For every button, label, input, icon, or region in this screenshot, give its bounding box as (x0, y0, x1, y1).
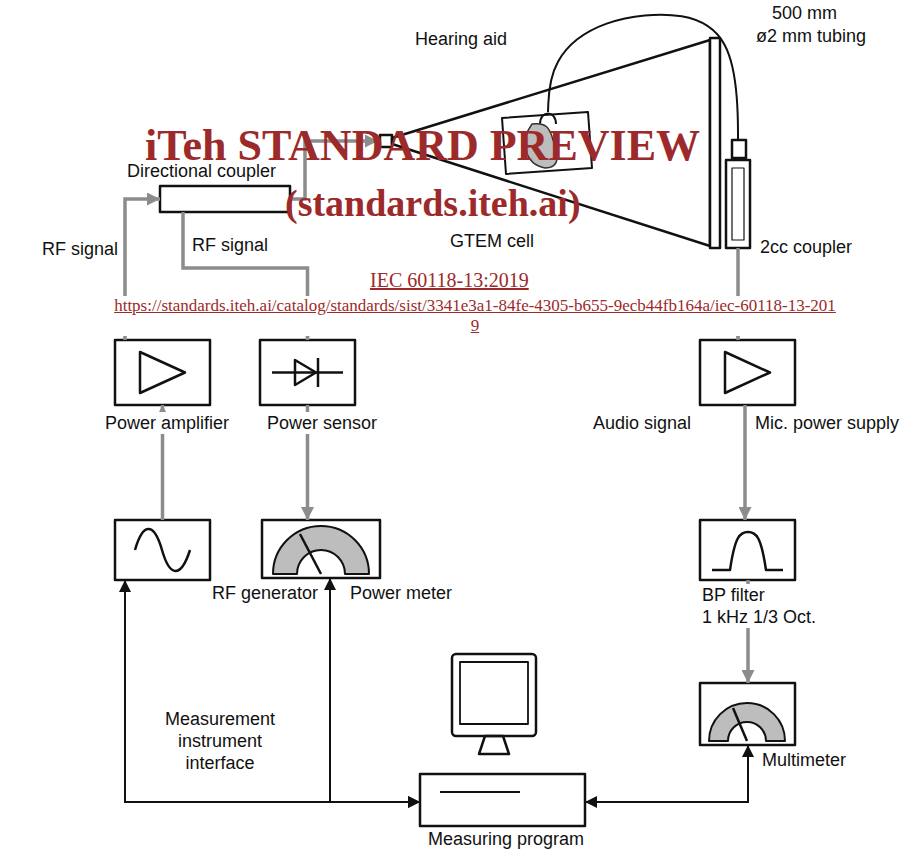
node-label: GTEM cell (450, 230, 534, 252)
watermark: iTeh STANDARD PREVIEW (145, 124, 700, 168)
meter-box (262, 520, 380, 578)
bandpass-symbol (712, 532, 783, 570)
diode-bar (317, 358, 320, 387)
node-label: Power amplifier (103, 412, 231, 434)
coupler-inner (732, 168, 744, 240)
node-label: Power sensor (265, 412, 379, 434)
node-label: 1 kHz 1/3 Oct. (700, 606, 818, 628)
amplifier-symbol (725, 352, 770, 393)
diode-wire (272, 371, 343, 374)
drive-slot (440, 791, 520, 793)
bus-label: Measurement instrument interface (150, 708, 290, 774)
sensor-box (260, 340, 355, 405)
coupler-box (160, 186, 290, 212)
generator-node: RF generator (115, 520, 210, 580)
generator-box (115, 520, 210, 580)
monitor (452, 654, 536, 736)
interface-bus (330, 578, 420, 802)
signal-label: Audio signal (593, 412, 691, 434)
monitor-screen (460, 662, 528, 724)
gtem-flange (710, 38, 720, 248)
monitor-stand (479, 736, 509, 754)
hearing-aid-hook (540, 114, 556, 125)
mic-supply-box (700, 340, 795, 405)
amplifier-symbol (140, 352, 185, 393)
node-label: Power meter (350, 582, 452, 604)
gauge-needle (733, 708, 747, 741)
coupler-2cc-node: 2cc coupler (726, 140, 750, 248)
amplifier-box (115, 340, 210, 405)
signal-label: RF signal (42, 238, 118, 260)
coupler-body (726, 160, 750, 248)
signal-label: RF signal (192, 234, 268, 256)
interface-bus (125, 580, 420, 802)
meter-node: Power meter (262, 520, 380, 578)
watermark: (standards.iteh.ai) (285, 184, 581, 222)
sine-symbol (135, 529, 190, 571)
sensor-node: Power sensor (260, 340, 355, 405)
mic-supply-node: Mic. power supply (700, 340, 795, 405)
node-label: 2cc coupler (760, 236, 852, 258)
dimension-label: ø2 mm tubing (756, 25, 866, 47)
interface-bus (585, 745, 748, 802)
watermark: https://standards.iteh.ai/catalog/standa… (110, 296, 840, 336)
watermark: IEC 60118-13:2019 (370, 270, 529, 290)
tubing (548, 15, 738, 140)
node-label: Mic. power supply (755, 412, 899, 434)
gauge-symbol (273, 526, 369, 574)
multimeter-node: Multimeter (700, 683, 795, 745)
filter-node: BP filter1 kHz 1/3 Oct. (700, 520, 795, 580)
signal-arrow (743, 405, 747, 520)
gauge-needle (300, 534, 321, 574)
gauge-symbol (709, 703, 785, 741)
node-label: Measuring program (428, 828, 584, 850)
node-label: Hearing aid (415, 28, 507, 50)
coupler-adapter (732, 140, 746, 158)
dimension-label: 500 mm (772, 2, 837, 24)
filter-box (700, 520, 795, 580)
multimeter-box (700, 683, 795, 745)
diode-symbol (295, 360, 316, 385)
computer-node: Measuring program (420, 652, 585, 826)
node-label: BP filter (700, 584, 767, 606)
amplifier-node: Power amplifier (115, 340, 210, 405)
node-label: RF generator (212, 582, 318, 604)
computer-base (420, 774, 585, 826)
coupler-node: Directional coupler (160, 186, 290, 212)
node-label: Multimeter (762, 749, 846, 771)
